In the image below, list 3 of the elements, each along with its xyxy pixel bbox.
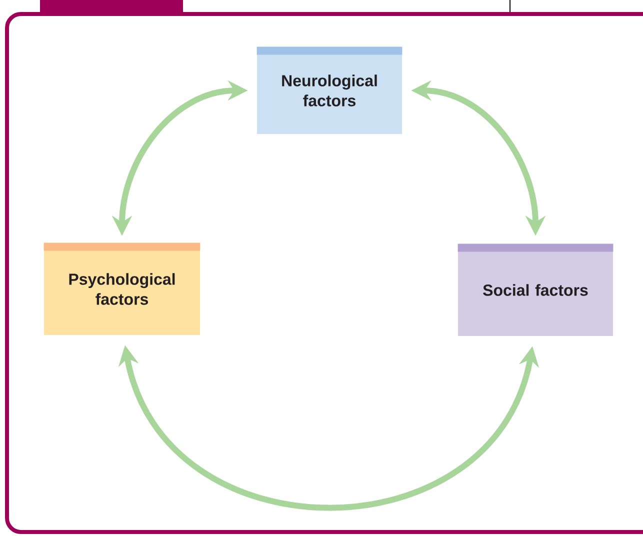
factor-box: Neurological factors — [256, 46, 402, 134]
factor-box: Social factors — [458, 244, 614, 336]
factor-box: Psychological factors — [44, 242, 200, 335]
